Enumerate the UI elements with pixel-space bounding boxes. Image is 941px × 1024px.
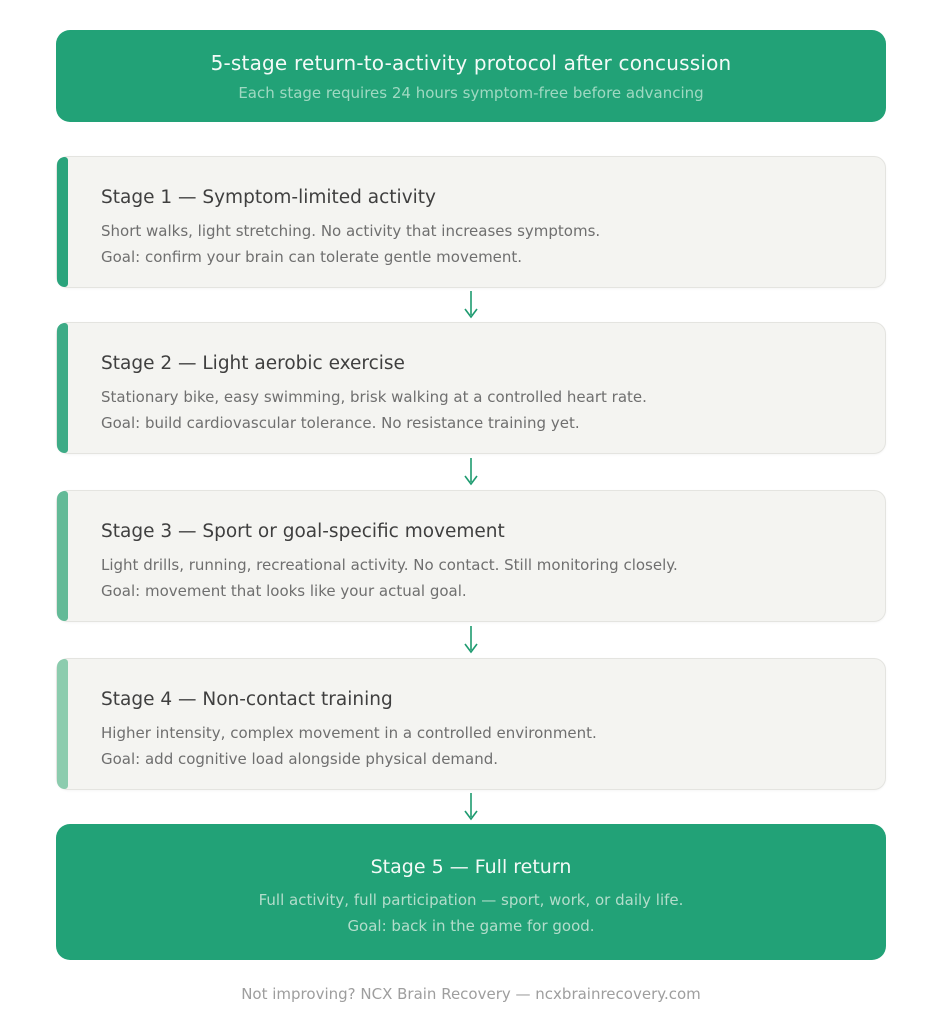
stage-1-goal: Goal: confirm your brain can tolerate ge… [101,248,523,266]
arrow-down-icon [464,291,478,319]
stage-4-accent-bar [57,659,68,789]
arrow-down-icon [464,458,478,486]
stage-2-accent-bar [57,323,68,453]
stage-card-1: Stage 1 — Symptom-limited activity Short… [56,156,886,288]
stage-card-4: Stage 4 — Non-contact training Higher in… [56,658,886,790]
stage-4-goal: Goal: add cognitive load alongside physi… [101,750,499,768]
stage-1-description: Short walks, light stretching. No activi… [101,222,601,240]
arrow-down-icon [464,793,478,821]
stage-3-description: Light drills, running, recreational acti… [101,556,678,574]
stage-5-title: Stage 5 — Full return [370,855,572,878]
header-banner: 5-stage return-to-activity protocol afte… [56,30,886,122]
page-subtitle: Each stage requires 24 hours symptom-fre… [238,83,704,102]
stage-card-5-final: Stage 5 — Full return Full activity, ful… [56,824,886,960]
stage-5-goal: Goal: back in the game for good. [347,916,595,935]
stage-4-title: Stage 4 — Non-contact training [101,689,393,710]
stage-2-title: Stage 2 — Light aerobic exercise [101,353,405,374]
stage-3-goal: Goal: movement that looks like your actu… [101,582,467,600]
stage-card-2: Stage 2 — Light aerobic exercise Station… [56,322,886,454]
footer-text: Not improving? NCX Brain Recovery — ncxb… [241,985,701,1003]
stage-3-title: Stage 3 — Sport or goal-specific movemen… [101,521,505,542]
arrow-down-icon [464,626,478,654]
stage-2-goal: Goal: build cardiovascular tolerance. No… [101,414,580,432]
stage-1-accent-bar [57,157,68,287]
stage-1-title: Stage 1 — Symptom-limited activity [101,187,436,208]
stage-3-accent-bar [57,491,68,621]
stage-4-description: Higher intensity, complex movement in a … [101,724,597,742]
stage-2-description: Stationary bike, easy swimming, brisk wa… [101,388,647,406]
page-title: 5-stage return-to-activity protocol afte… [210,50,732,75]
stage-5-description: Full activity, full participation — spor… [258,890,684,909]
stage-card-3: Stage 3 — Sport or goal-specific movemen… [56,490,886,622]
